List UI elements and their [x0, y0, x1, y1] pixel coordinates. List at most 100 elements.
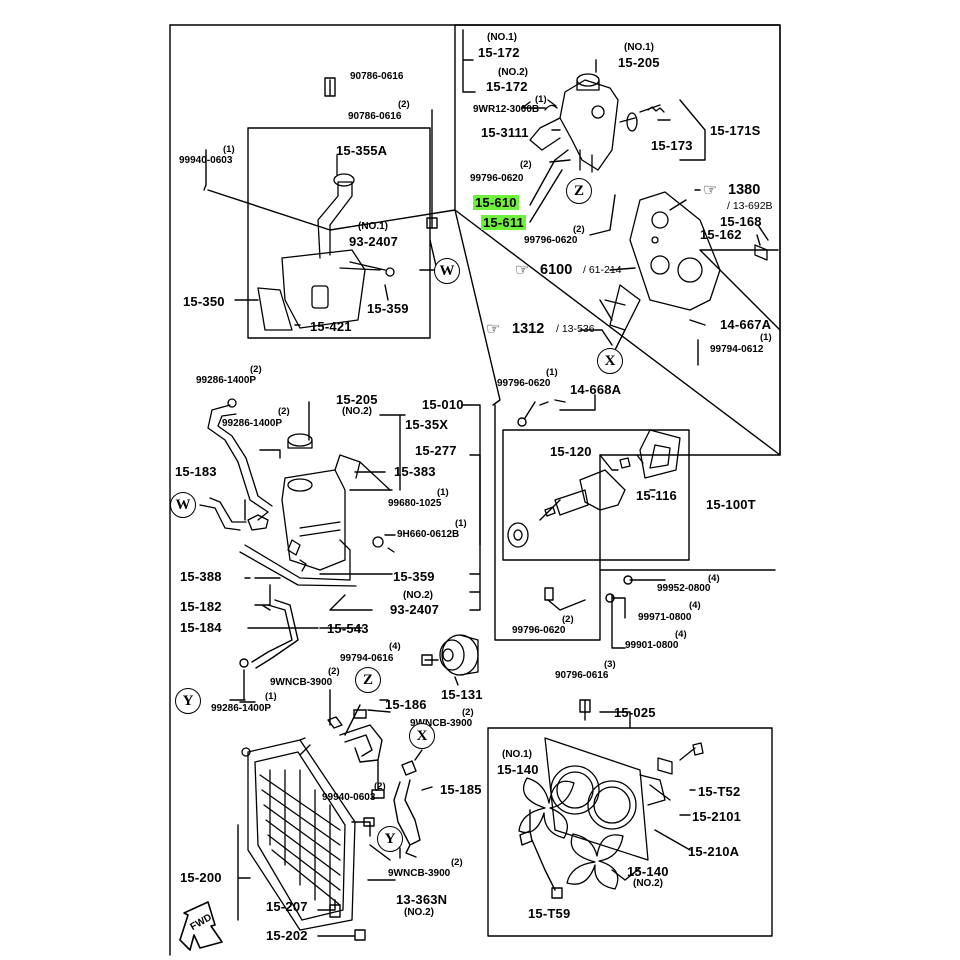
qty-99796-c: (1) — [546, 367, 558, 378]
part-15-359-a[interactable]: 15-359 — [367, 301, 409, 316]
ref-13-692b[interactable]: / 13-692B — [727, 200, 773, 212]
part-15-162[interactable]: 15-162 — [700, 227, 742, 242]
ref-1312[interactable]: 1312 — [512, 321, 545, 337]
part-99794-0616[interactable]: 99794-0616 — [340, 653, 394, 664]
part-15-168[interactable]: 15-168 — [720, 214, 762, 229]
part-15-277[interactable]: 15-277 — [415, 443, 457, 458]
part-15-611[interactable]: 15-611 — [481, 215, 526, 230]
part-15-172-no1[interactable]: 15-172 — [478, 45, 520, 60]
ref-1380[interactable]: 1380 — [728, 182, 761, 198]
qty-9wncb-c: (2) — [451, 857, 463, 868]
part-15-025[interactable]: 15-025 — [614, 705, 656, 720]
part-15-182[interactable]: 15-182 — [180, 599, 222, 614]
part-99680-1025[interactable]: 99680-1025 — [388, 498, 442, 509]
part-15-421[interactable]: 15-421 — [310, 319, 352, 334]
part-99286-1400p-b[interactable]: 99286-1400P — [222, 418, 283, 429]
part-15-010[interactable]: 15-010 — [422, 397, 464, 412]
water-pump-box — [502, 429, 690, 561]
part-9wncb-3900-a[interactable]: 9WNCB-3900 — [270, 677, 333, 688]
part-15-35x[interactable]: 15-35X — [405, 417, 449, 432]
part-99796-0620-a[interactable]: 99796-0620 — [470, 173, 524, 184]
part-99796-0620-b[interactable]: 99796-0620 — [524, 235, 578, 246]
marker-x-top[interactable]: X — [597, 348, 623, 374]
part-93-2407-no1[interactable]: 93-2407 — [349, 234, 399, 249]
pulley — [439, 634, 479, 676]
part-15-210a[interactable]: 15-210A — [688, 844, 740, 859]
part-15-202[interactable]: 15-202 — [266, 928, 308, 943]
marker-z-top[interactable]: Z — [566, 178, 592, 204]
part-15-140-no2[interactable]: 15-140 — [627, 864, 669, 879]
part-15-185[interactable]: 15-185 — [440, 782, 482, 797]
part-99796-0620-d[interactable]: 99796-0620 — [512, 625, 566, 636]
part-15-610-text: 15-610 — [473, 195, 519, 210]
part-15-359-b[interactable]: 15-359 — [393, 569, 435, 584]
part-15-186[interactable]: 15-186 — [385, 697, 427, 712]
part-14-668a[interactable]: 14-668A — [570, 382, 622, 397]
part-15-171s[interactable]: 15-171S — [710, 123, 761, 138]
part-14-667a[interactable]: 14-667A — [720, 317, 772, 332]
water-outlet-housing — [604, 191, 768, 331]
part-15-205-no2[interactable]: 15-205 — [336, 392, 378, 407]
ref-6100[interactable]: 6100 — [540, 262, 573, 278]
part-15-172-no2[interactable]: 15-172 — [486, 79, 528, 94]
part-15-183[interactable]: 15-183 — [175, 464, 217, 479]
part-15-350[interactable]: 15-350 — [183, 294, 225, 309]
part-99971-0800[interactable]: 99971-0800 — [638, 612, 692, 623]
qty-99286-a: (2) — [250, 364, 262, 375]
part-99286-1400p-c[interactable]: 99286-1400P — [211, 703, 272, 714]
radiator — [241, 737, 356, 931]
part-15-100t[interactable]: 15-100T — [706, 497, 756, 512]
part-99901-0800[interactable]: 99901-0800 — [625, 640, 679, 651]
part-15-173[interactable]: 15-173 — [651, 138, 693, 153]
part-99794-0612[interactable]: 99794-0612 — [710, 344, 764, 355]
part-9wncb-3900-c[interactable]: 9WNCB-3900 — [388, 868, 451, 879]
marker-y-bottom[interactable]: Y — [377, 826, 403, 852]
part-13-363n[interactable]: 13-363N — [396, 892, 448, 907]
part-99940-0603-a[interactable]: 99940-0603 — [179, 155, 233, 166]
part-99286-1400p-a[interactable]: 99286-1400P — [196, 375, 257, 386]
qty-9wr12: (1) — [535, 94, 547, 105]
part-15-3111[interactable]: 15-3111 — [481, 125, 529, 140]
part-15-116[interactable]: 15-116 — [636, 488, 677, 503]
part-15-205-no1[interactable]: 15-205 — [618, 55, 660, 70]
part-15-355a[interactable]: 15-355A — [336, 143, 388, 158]
part-90786-0616-b[interactable]: 90786-0616 — [348, 111, 402, 122]
part-15-207[interactable]: 15-207 — [266, 899, 308, 914]
marker-y-left[interactable]: Y — [175, 688, 201, 714]
part-15-2101[interactable]: 15-2101 — [692, 809, 742, 824]
qty-99796-b: (2) — [573, 224, 585, 235]
part-15-t59[interactable]: 15-T59 — [528, 906, 571, 921]
part-9wr12-3000b[interactable]: 9WR12-3000B — [473, 104, 540, 115]
part-15-131[interactable]: 15-131 — [441, 687, 483, 702]
part-15-543[interactable]: 15-543 — [327, 621, 369, 636]
qty-99796-d: (2) — [562, 614, 574, 625]
qty-99940-b: (2) — [374, 781, 386, 792]
part-15-t52[interactable]: 15-T52 — [698, 784, 741, 799]
part-15-383[interactable]: 15-383 — [394, 464, 436, 479]
marker-w-left[interactable]: W — [170, 492, 196, 518]
part-9wncb-3900-b[interactable]: 9WNCB-3900 — [410, 718, 473, 729]
part-90796-0616[interactable]: 90796-0616 — [555, 670, 609, 681]
part-90786-0616-a[interactable]: 90786-0616 — [350, 71, 404, 82]
part-99940-0603-b[interactable]: 99940-0603 — [322, 792, 376, 803]
qty-9wncb-b: (2) — [462, 707, 474, 718]
qty-99286-c: (1) — [265, 691, 277, 702]
ref-61-214[interactable]: / 61-214 — [583, 264, 622, 276]
part-93-2407-no2[interactable]: 93-2407 — [390, 602, 440, 617]
part-15-140-no1[interactable]: 15-140 — [497, 762, 539, 777]
part-99952-0800[interactable]: 99952-0800 — [657, 583, 711, 594]
marker-z-mid[interactable]: Z — [355, 667, 381, 693]
ref-13-536[interactable]: / 13-536 — [556, 323, 595, 335]
qty-99794-b: (4) — [389, 641, 401, 652]
part-15-388[interactable]: 15-388 — [180, 569, 222, 584]
qty-99794-a: (1) — [760, 332, 772, 343]
part-15-610[interactable]: 15-610 — [473, 195, 519, 210]
part-9h660-0612b[interactable]: 9H660-0612B — [397, 529, 460, 540]
part-15-120[interactable]: 15-120 — [550, 444, 592, 459]
part-15-200[interactable]: 15-200 — [180, 870, 222, 885]
qty-90796: (3) — [604, 659, 616, 670]
part-15-184[interactable]: 15-184 — [180, 620, 222, 635]
marker-w-top[interactable]: W — [434, 258, 460, 284]
part-99796-0620-c[interactable]: 99796-0620 — [497, 378, 551, 389]
marker-x-mid[interactable]: X — [409, 723, 435, 749]
